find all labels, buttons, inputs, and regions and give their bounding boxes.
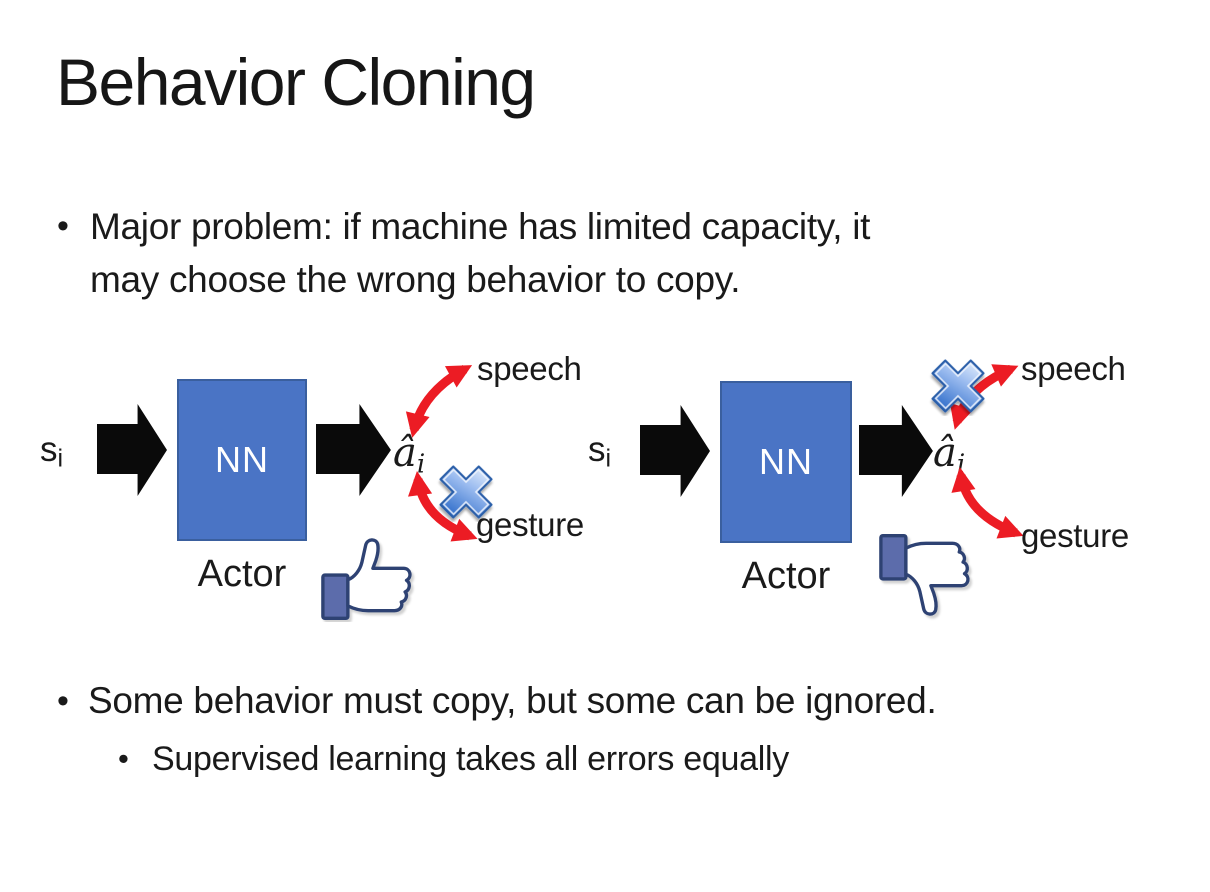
bullet-supervised-learning: • Supervised learning takes all errors e… [118,736,789,782]
bullet-supervised-learning-text: Supervised learning takes all errors equ… [152,740,789,778]
right-cross-icon [928,356,988,416]
thumbs-up-icon [320,532,420,622]
right-gesture-label: gesture [1021,517,1129,554]
thumbs-down-icon [878,532,978,622]
left-nn-label: NN [215,439,269,480]
right-speech-label: speech [1021,350,1126,387]
right-output-label: âi [933,430,966,480]
page-title: Behavior Cloning [56,45,536,119]
right-input-block-arrow-icon [640,404,711,498]
bullet-some-behavior: • Some behavior must copy, but some can … [57,676,937,726]
right-output-block-arrow-icon [859,404,934,498]
bullet-marker: • [118,741,129,776]
right-nn-box: NN [720,381,852,543]
right-input-label: si [588,430,612,473]
right-nn-label: NN [759,441,813,482]
left-cross-icon [436,462,496,522]
bullet-marker: • [57,682,69,720]
left-output-block-arrow-icon [316,403,392,497]
left-nn-box: NN [177,379,307,541]
left-gesture-label: gesture [476,506,584,543]
bullet-line-2: may choose the wrong behavior to copy. [90,259,741,300]
left-actor-label: Actor [197,553,287,595]
left-speech-label: speech [477,350,582,387]
bullet-major-problem-text: Major problem: if machine has limited ca… [90,200,870,306]
right-actor-label: Actor [741,555,831,597]
left-input-label: si [40,430,64,473]
left-gesture-double-arrow-icon [408,468,480,546]
bullet-some-behavior-text: Some behavior must copy, but some can be… [88,680,937,721]
right-gesture-double-arrow-icon [950,466,1026,542]
bullet-marker: • [57,207,69,245]
left-output-label: âi [393,430,426,480]
bullet-major-problem: • Major problem: if machine has limited … [57,200,870,306]
left-input-block-arrow-icon [97,403,168,497]
left-speech-double-arrow-icon [403,358,477,440]
bullet-line-1: Major problem: if machine has limited ca… [90,206,871,247]
